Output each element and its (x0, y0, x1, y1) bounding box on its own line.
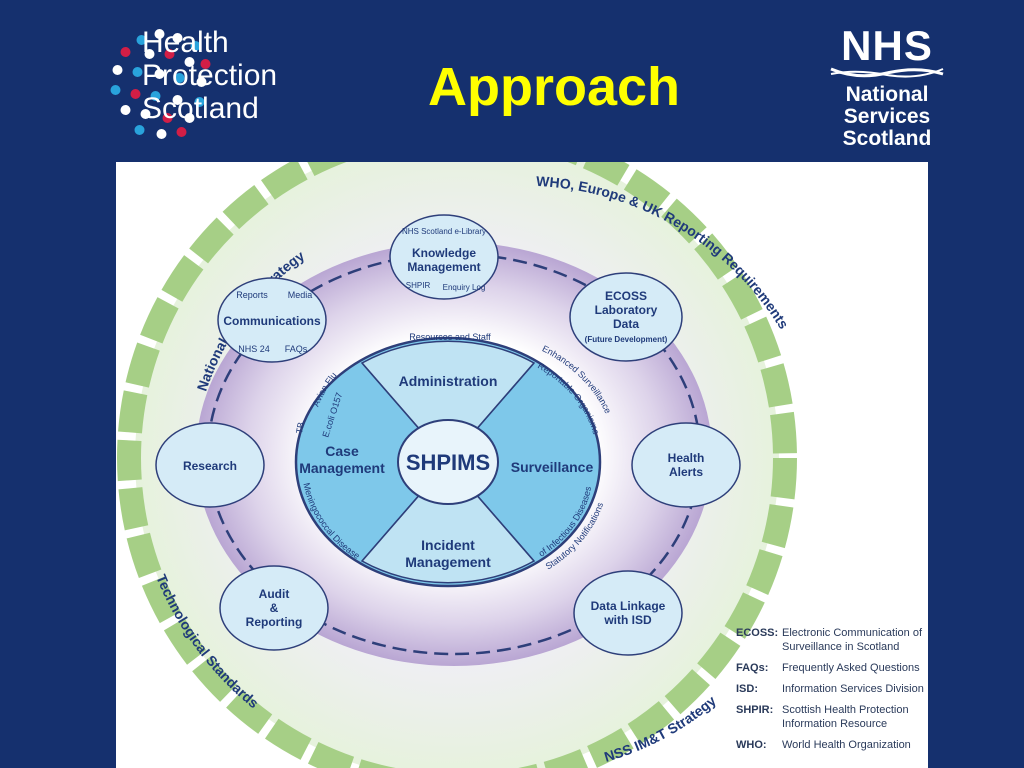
legend-definition: Scottish Health Protection Information R… (782, 704, 909, 730)
alerts-label-line-1: Health (668, 451, 705, 465)
legend-definition: Information Services Division (782, 683, 924, 695)
legend-term: WHO: (736, 739, 767, 751)
center-label-shpims: SHPIMS (406, 450, 490, 475)
center-hub (397, 419, 499, 505)
legend-row: SHPIR: Scottish Health Protection Inform… (736, 703, 926, 731)
hps-logo-line-2: Protection (142, 59, 278, 92)
saltire-swoosh-icon (830, 67, 944, 78)
quadrant-administration-label: Administration (399, 373, 498, 389)
nss-line-2: Services (843, 105, 931, 128)
satellite-health-alerts: Health Alerts (631, 422, 741, 508)
satellite-knowledge-management: NHS Scotland e-Library Knowledge Managem… (389, 214, 499, 300)
quadrant-incident-management-line-2: Management (405, 554, 491, 570)
audit-label-line-3: Reporting (246, 615, 303, 629)
alerts-label-line-2: Alerts (669, 465, 703, 479)
abbreviation-legend: ECOSS: Electronic Communication of Surve… (736, 626, 926, 759)
nss-line-3: Scotland (842, 127, 932, 150)
legend-definition: Frequently Asked Questions (782, 662, 920, 674)
quadrant-surveillance-label: Surveillance (511, 459, 594, 475)
ecoss-label-line-3: Data (613, 317, 639, 331)
audit-label-line-1: Audit (259, 587, 290, 601)
knowledge-note-elibrary: NHS Scotland e-Library (402, 227, 486, 236)
legend-row: WHO: World Health Organization (736, 738, 926, 752)
legend-term: FAQs: (736, 662, 769, 674)
hps-logo-text: Health Protection Scotland (142, 26, 277, 125)
legend-row: ECOSS: Electronic Communication of Surve… (736, 626, 926, 654)
knowledge-label-line-2: Management (407, 260, 480, 274)
communications-note-faqs: FAQs (285, 344, 308, 354)
note-tb: TB (294, 421, 306, 434)
legend-definition: Electronic Communication of Surveillance… (782, 627, 923, 653)
nss-line-1: National (845, 83, 929, 106)
legend-definition: World Health Organization (782, 739, 911, 751)
satellite-ecoss-laboratory-data: ECOSS Laboratory Data (Future Developmen… (569, 272, 683, 362)
legend-term: ISD: (736, 683, 758, 695)
legend-term: SHPIR: (736, 704, 774, 716)
slide-title: Approach (428, 57, 681, 117)
satellite-data-linkage: Data Linkage with ISD (573, 570, 683, 656)
knowledge-note-enquiry-log: Enquiry Log (443, 283, 486, 292)
research-label: Research (183, 459, 237, 473)
shpims-diagram: National eHealth Strategy WHO, Europe & … (117, 162, 797, 768)
satellite-audit-reporting: Audit & Reporting (219, 565, 329, 651)
communications-note-reports: Reports (236, 290, 268, 300)
hps-dots-logo (110, 29, 211, 139)
quadrant-administration-note: Resources and Staff (409, 332, 491, 342)
ecoss-note: (Future Development) (585, 335, 668, 344)
ecoss-label-line-2: Laboratory (595, 303, 658, 317)
quadrant-case-management-line-2: Management (299, 460, 385, 476)
linkage-label-line-1: Data Linkage (591, 599, 666, 613)
hps-logo-line-3: Scotland (142, 92, 259, 125)
communications-note-media: Media (288, 290, 313, 300)
quadrant-case-management-line-1: Case (325, 443, 359, 459)
communications-note-nhs24: NHS 24 (238, 344, 270, 354)
satellite-research: Research (155, 422, 265, 508)
linkage-label-line-2: with ISD (603, 613, 652, 627)
legend-term: ECOSS: (736, 627, 779, 639)
communications-label: Communications (223, 314, 321, 328)
nhs-nss-logo: NHS National Services Scotland (822, 24, 952, 164)
ecoss-label-line-1: ECOSS (605, 289, 647, 303)
legend-row: FAQs: Frequently Asked Questions (736, 661, 926, 675)
legend-row: ISD: Information Services Division (736, 682, 926, 696)
diagram-panel: National eHealth Strategy WHO, Europe & … (116, 162, 928, 768)
core-wheel (294, 336, 602, 588)
nhs-wordmark: NHS (841, 22, 933, 69)
knowledge-label-line-1: Knowledge (412, 246, 476, 260)
audit-label-line-2: & (270, 601, 279, 615)
knowledge-note-shpir: SHPIR (406, 281, 431, 290)
quadrant-incident-management-line-1: Incident (421, 537, 475, 553)
hps-logo-line-1: Health (142, 26, 229, 59)
satellite-communications: Reports Media Communications NHS 24 FAQs (217, 277, 327, 363)
core-labels: SHPIMS Administration Resources and Staf… (299, 332, 593, 570)
